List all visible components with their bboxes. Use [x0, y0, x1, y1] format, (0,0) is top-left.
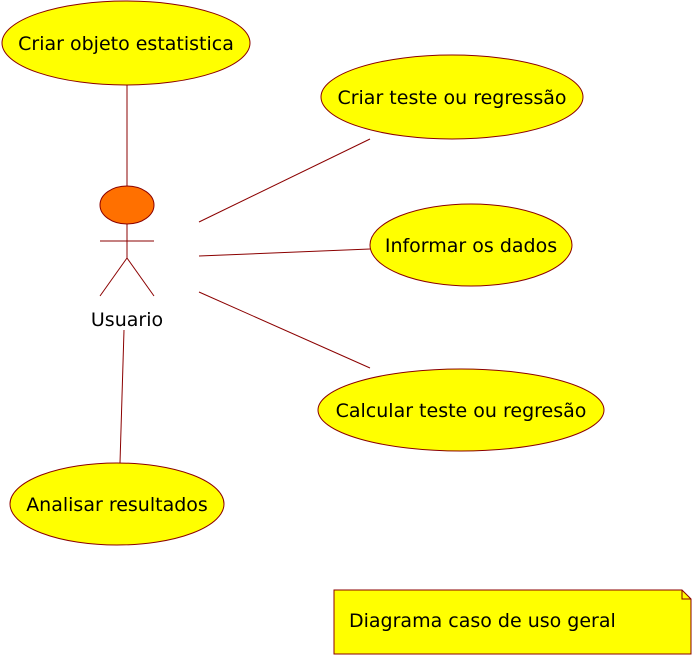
use-case-label: Criar teste ou regressão	[337, 87, 566, 109]
actor-usuario[interactable]: Usuario	[91, 185, 163, 331]
note-text: Diagrama caso de uso geral	[349, 610, 616, 632]
use-case-analisar-resultados[interactable]: Analisar resultados	[9, 462, 225, 546]
use-case-criar-teste[interactable]: Criar teste ou regressão	[320, 54, 584, 140]
association-line-uc2	[198, 138, 371, 223]
use-case-calcular-teste[interactable]: Calcular teste ou regresão	[317, 368, 605, 452]
use-case-label: Informar os dados	[385, 235, 557, 257]
use-case-label: Calcular teste ou regresão	[336, 400, 587, 422]
association-line-uc5	[119, 329, 125, 464]
use-case-informar-dados[interactable]: Informar os dados	[369, 203, 573, 287]
diagram-note[interactable]: Diagrama caso de uso geral	[333, 589, 692, 655]
actor-head-icon	[99, 185, 155, 225]
actor-label: Usuario	[91, 309, 163, 331]
use-case-label: Analisar resultados	[26, 494, 208, 516]
actor-left-leg	[99, 257, 128, 297]
association-line-uc3	[198, 248, 371, 257]
association-line-uc4	[198, 291, 371, 369]
use-case-label: Criar objeto estatistica	[18, 33, 234, 55]
actor-right-leg	[126, 257, 155, 297]
use-case-criar-objeto[interactable]: Criar objeto estatistica	[1, 0, 251, 86]
